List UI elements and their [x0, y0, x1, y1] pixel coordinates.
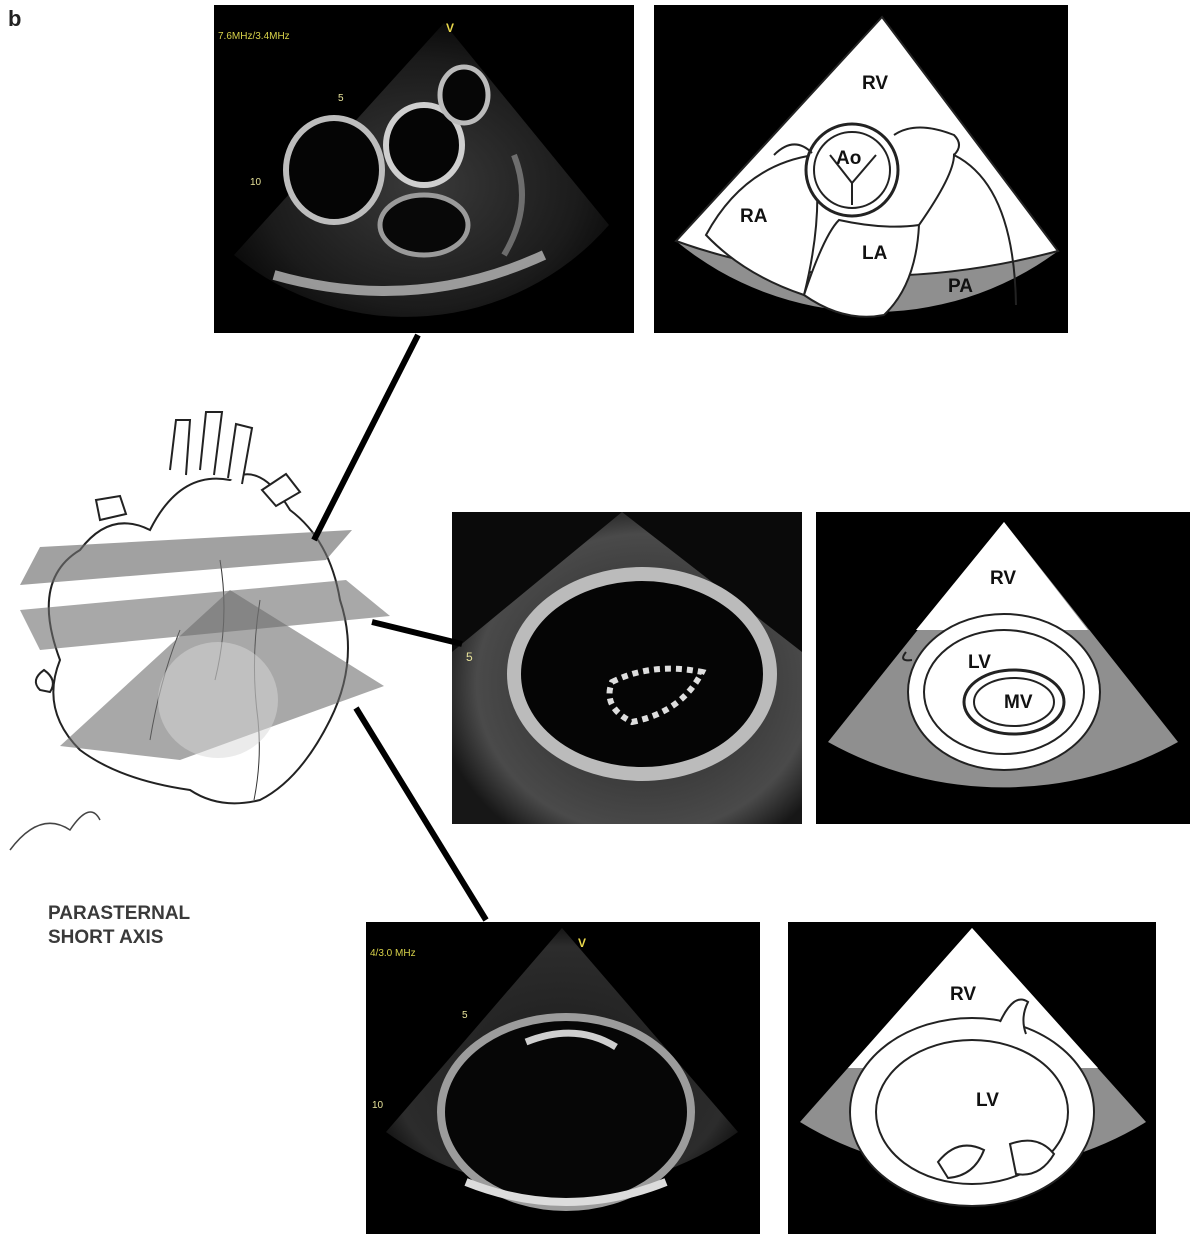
artist-signature [10, 812, 100, 850]
depth-marker-10: 10 [372, 1100, 383, 1111]
diagram-great-vessels: RV Ao RA LA PA [654, 5, 1068, 333]
apex-highlight [158, 642, 278, 758]
diagram-papillary: RV LV [788, 922, 1156, 1234]
panel-letter: b [8, 6, 21, 32]
echo-sector-mitral [452, 512, 802, 824]
label-ao: Ao [836, 148, 861, 170]
depth-marker-5: 5 [466, 650, 473, 664]
caption-line-2: SHORT AXIS [48, 926, 190, 950]
label-lv: LV [968, 652, 991, 674]
label-rv: RV [862, 73, 888, 95]
label-ra: RA [740, 206, 767, 228]
echo-orientation-marker: V [578, 936, 586, 950]
depth-marker-10: 10 [250, 177, 261, 188]
echo-header-text: 4/3.0 MHz [370, 948, 416, 959]
figure-caption: PARASTERNAL SHORT AXIS [48, 902, 190, 950]
echo-header-text: 7.6MHz/3.4MHz [218, 31, 290, 42]
echo-image-great-vessels: 7.6MHz/3.4MHz V 5 10 [214, 5, 634, 333]
caption-line-1: PARASTERNAL [48, 902, 190, 926]
depth-marker-5: 5 [338, 93, 344, 104]
label-la: LA [862, 243, 887, 265]
label-lv: LV [976, 1090, 999, 1112]
label-rv: RV [990, 568, 1016, 590]
heart-illustration [0, 400, 400, 860]
label-rv: RV [950, 984, 976, 1006]
echo-sector-great-vessels [214, 5, 634, 333]
echo-image-papillary: 4/3.0 MHz V 5 10 [366, 922, 760, 1234]
echo-sector-papillary [366, 922, 760, 1234]
sector-drawing-papillary [788, 922, 1156, 1234]
echo-image-mitral: 5 [452, 512, 802, 824]
diagram-mitral: RV LV MV [816, 512, 1190, 824]
sector-drawing-mitral [816, 512, 1190, 824]
label-pa: PA [948, 276, 973, 298]
echo-orientation-marker: V [446, 21, 454, 35]
depth-marker-5: 5 [462, 1010, 468, 1021]
label-mv: MV [1004, 692, 1033, 714]
